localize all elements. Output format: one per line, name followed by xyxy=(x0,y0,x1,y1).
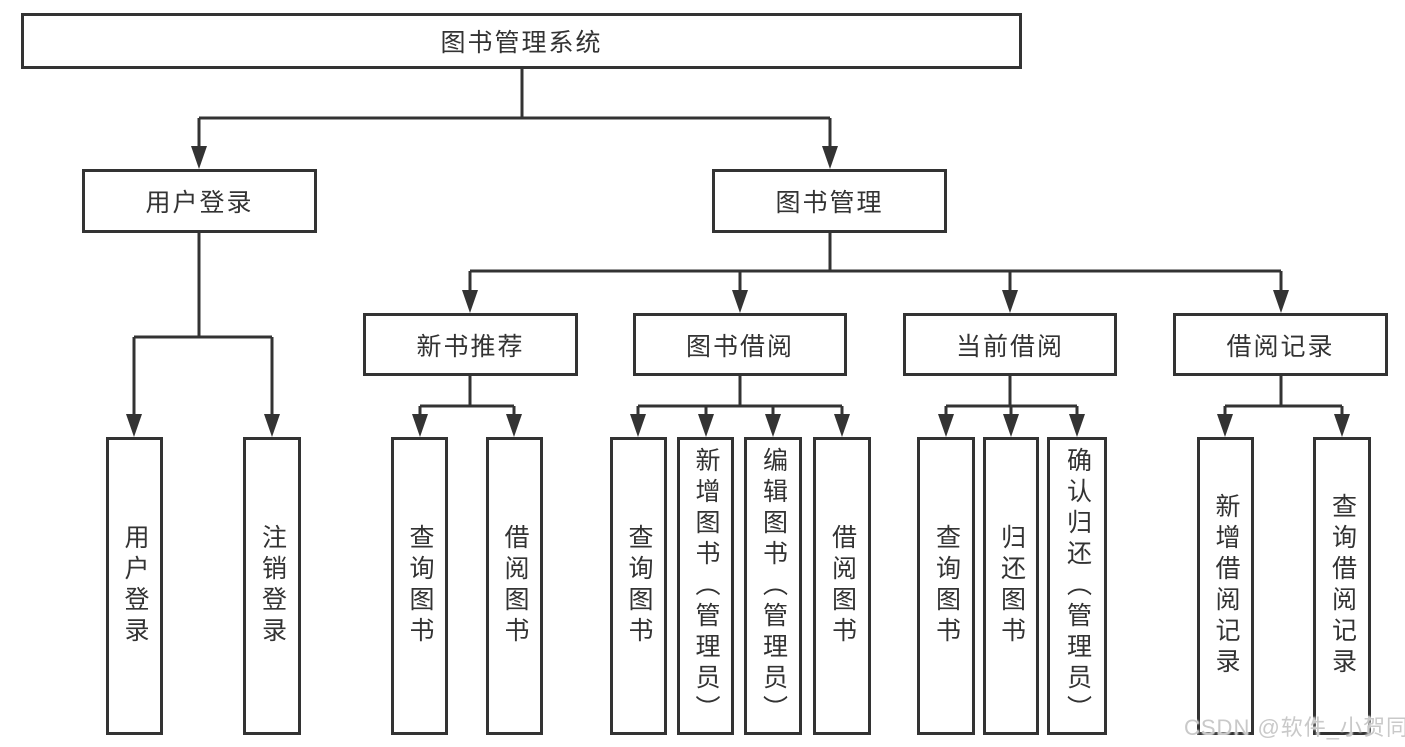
leaf-label: 查询图书 xyxy=(625,524,653,648)
node-library-management-system: 图书管理系统 xyxy=(21,13,1022,69)
leaf-label: 归还图书 xyxy=(997,524,1026,648)
leaf-label: 编辑图书（管理员） xyxy=(759,446,788,726)
connector-borrowrecords-to-leaves xyxy=(1217,376,1350,437)
leaf-label: 新增图书（管理员） xyxy=(692,446,720,726)
leaf-label: 借阅图书 xyxy=(828,524,857,648)
connector-userlogin-to-leaves xyxy=(126,233,280,437)
leaf-borrowing-add-books-admin: 新增图书（管理员） xyxy=(677,437,734,735)
connector-bookmgmt-to-level3 xyxy=(462,233,1289,313)
node-label: 用户登录 xyxy=(145,189,254,217)
connector-newbookrec-to-leaves xyxy=(412,376,522,437)
node-label: 图书借阅 xyxy=(685,332,794,361)
leaf-user-login: 用户登录 xyxy=(106,437,163,735)
leaf-label: 注销登录 xyxy=(258,524,287,648)
node-current-borrowing: 当前借阅 xyxy=(903,313,1117,376)
leaf-current-return-books: 归还图书 xyxy=(983,437,1039,735)
connector-root-to-level2 xyxy=(191,69,838,169)
node-book-management: 图书管理 xyxy=(712,169,947,233)
leaf-borrowing-query-books: 查询图书 xyxy=(610,437,667,735)
node-label: 图书管理 xyxy=(775,189,884,217)
csdn-watermark: CSDN @软件_小贺同学 xyxy=(1184,715,1405,740)
node-label: 新书推荐 xyxy=(416,332,525,361)
leaf-label: 查询图书 xyxy=(406,524,434,648)
leaf-recommend-borrow-books: 借阅图书 xyxy=(486,437,543,735)
leaf-logout: 注销登录 xyxy=(243,437,301,735)
node-label: 当前借阅 xyxy=(955,332,1064,361)
node-new-book-recommend: 新书推荐 xyxy=(363,313,578,376)
leaf-records-query-borrow-record: 查询借阅记录 xyxy=(1313,437,1371,735)
node-label: 借阅记录 xyxy=(1226,332,1335,361)
node-book-borrowing: 图书借阅 xyxy=(633,313,847,376)
leaf-label: 确认归还（管理员） xyxy=(1063,446,1092,726)
connector-bookborrow-to-leaves xyxy=(630,376,850,437)
leaf-label: 新增借阅记录 xyxy=(1212,493,1240,679)
node-user-login: 用户登录 xyxy=(82,169,317,233)
leaf-borrowing-borrow-books: 借阅图书 xyxy=(813,437,871,735)
leaf-current-query-books: 查询图书 xyxy=(917,437,975,735)
leaf-borrowing-edit-books-admin: 编辑图书（管理员） xyxy=(744,437,802,735)
leaf-label: 查询图书 xyxy=(932,524,961,648)
node-label: 图书管理系统 xyxy=(440,29,603,57)
leaf-label: 用户登录 xyxy=(121,524,149,648)
leaf-current-confirm-return-admin: 确认归还（管理员） xyxy=(1047,437,1107,735)
node-borrowing-records: 借阅记录 xyxy=(1173,313,1388,376)
connector-currentborrow-to-leaves xyxy=(938,376,1085,437)
leaf-records-add-borrow-record: 新增借阅记录 xyxy=(1197,437,1254,735)
leaf-label: 借阅图书 xyxy=(501,524,529,648)
leaf-label: 查询借阅记录 xyxy=(1328,493,1357,679)
leaf-recommend-query-books: 查询图书 xyxy=(391,437,448,735)
